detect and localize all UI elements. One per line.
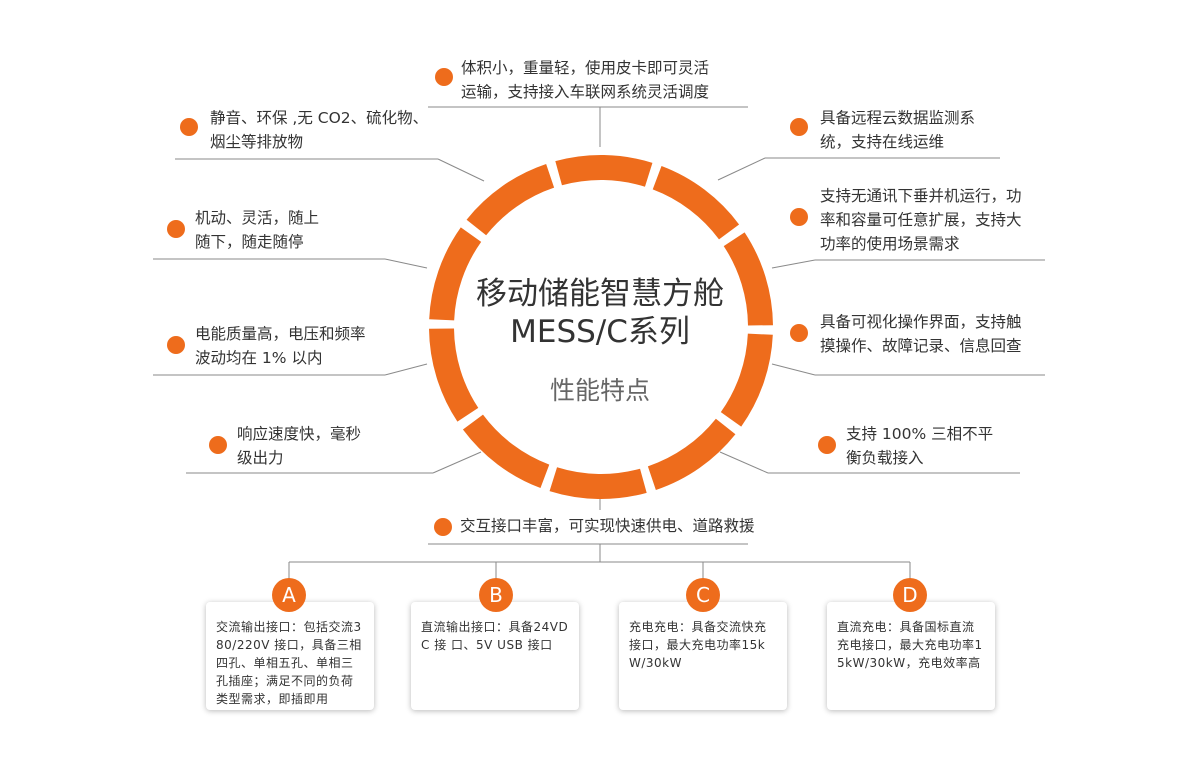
interface-badge-c: C	[686, 578, 720, 612]
ring-segment	[429, 328, 479, 422]
bullet-dot	[790, 118, 808, 136]
feature-left-1: 静音、环保 ,无 CO2、硫化物、 烟尘等排放物	[210, 109, 429, 151]
bullet-dot	[180, 118, 198, 136]
connector-right-2-diag	[771, 259, 816, 269]
interface-badge-a: A	[272, 578, 306, 612]
feature-right-2: 支持无通讯下垂并机运行，功 率和容量可任意扩展，支持大 功率的使用场景需求	[820, 187, 1022, 253]
ring-segment	[429, 227, 482, 321]
center-title-line2: MESS/C系列	[510, 314, 690, 350]
feature-right-4: 支持 100% 三相不平 衡负载接入	[846, 425, 994, 467]
bullet-dot	[435, 68, 453, 86]
interface-text-c: 充电充电：具备交流快充接口，最大充电功率15kW/30kW	[629, 620, 767, 670]
ring-segment	[652, 166, 740, 240]
bullet-dot	[434, 518, 452, 536]
ring-segment	[466, 163, 555, 236]
ring-segment	[555, 155, 653, 187]
interface-badge-d: D	[893, 578, 927, 612]
feature-right-1: 具备远程云数据监测系 统，支持在线运维	[820, 109, 976, 151]
interface-card-c: 充电充电：具备交流快充接口，最大充电功率15kW/30kW	[619, 602, 787, 710]
feature-bottom: 交互接口丰富，可实现快速供电、道路救援	[460, 517, 755, 535]
interface-text-b: 直流输出接口：具备24VDC 接 口、5V USB 接口	[421, 620, 569, 652]
interface-badge-b: B	[479, 578, 513, 612]
ring-segment	[723, 232, 773, 326]
connector-left-1-diag	[437, 158, 485, 182]
bullet-dot	[790, 208, 808, 226]
bullet-dot	[818, 436, 836, 454]
feature-left-4: 响应速度快，毫秒 级出力	[237, 425, 362, 467]
interface-card-a: 交流输出接口：包括交流380/220V 接口，具备三相四孔、单相五孔、单相三孔插…	[206, 602, 374, 710]
interface-text-a: 交流输出接口：包括交流380/220V 接口，具备三相四孔、单相五孔、单相三孔插…	[216, 620, 362, 706]
ring-segment	[549, 467, 647, 499]
connector-left-4-diag	[432, 451, 482, 474]
connector-left-2-diag	[384, 258, 428, 269]
ring-segment	[647, 418, 736, 491]
center-title-line1: 移动储能智慧方舱	[476, 276, 724, 312]
feature-right-3: 具备可视化操作界面，支持触 摸操作、故障记录、信息回查	[820, 313, 1022, 355]
interface-card-b: 直流输出接口：具备24VDC 接 口、5V USB 接口	[411, 602, 579, 710]
interface-card-d: 直流充电：具备国标直流充电接口，最大充电功率15kW/30kW，充电效率高	[827, 602, 995, 710]
interface-text-d: 直流充电：具备国标直流充电接口，最大充电功率15kW/30kW，充电效率高	[837, 620, 983, 670]
bullet-dot	[209, 436, 227, 454]
segmented-ring	[429, 155, 773, 499]
connector-right-4-diag	[719, 451, 769, 474]
connector-right-1-diag	[717, 157, 766, 181]
bullet-dot	[167, 220, 185, 238]
bullet-dot	[790, 324, 808, 342]
ring-segment	[462, 414, 550, 488]
center-subtitle: 性能特点	[550, 376, 650, 405]
bullet-dot	[167, 336, 185, 354]
connector-right-3-diag	[771, 363, 816, 376]
feature-left-2: 机动、灵活，随上 随下，随走随停	[195, 209, 320, 251]
feature-left-3: 电能质量高，电压和频率 波动均在 1% 以内	[195, 325, 366, 367]
feature-top: 体积小，重量轻，使用皮卡即可灵活 运输，支持接入车联网系统灵活调度	[461, 59, 710, 101]
ring-segment	[720, 333, 773, 427]
connector-left-3-diag	[384, 363, 428, 376]
